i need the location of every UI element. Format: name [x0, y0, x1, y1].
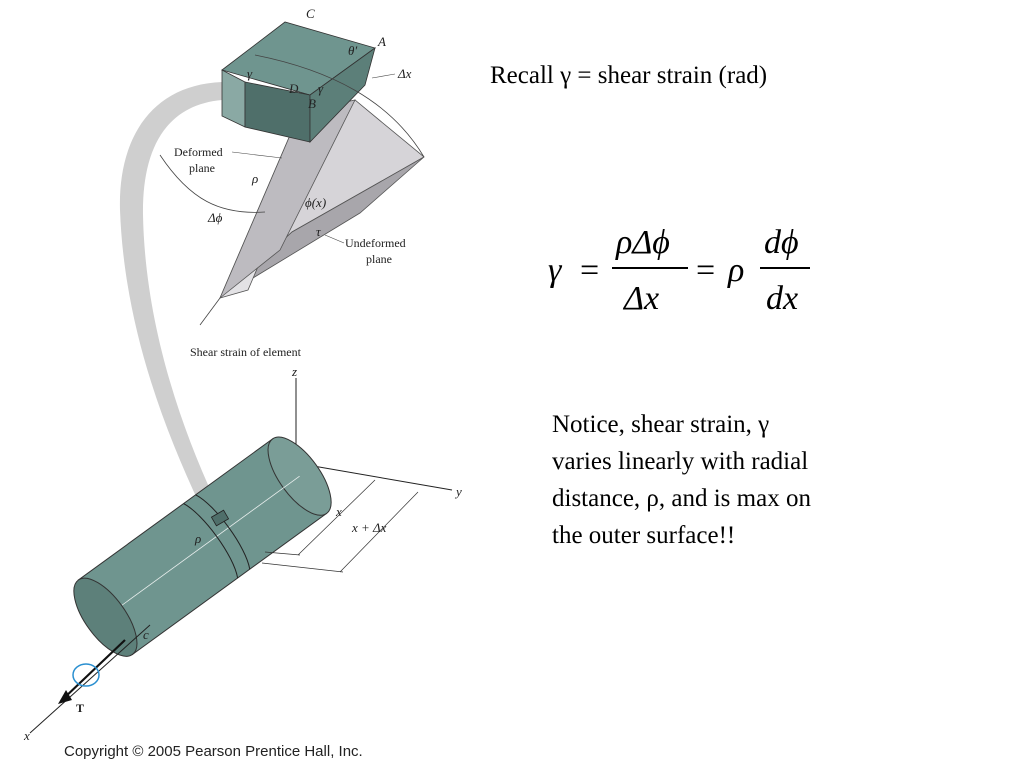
label-xdx-dim: x + Δx [351, 520, 387, 535]
shear-strain-equation: γ = ρΔϕ Δx = ρ dϕ dx [548, 224, 810, 317]
label-x-dim: x [335, 504, 342, 519]
torsion-figure: C A θ′ γ γ D B Δx Deformed plane ρ Δϕ ϕ(… [23, 6, 462, 743]
notice-line: the outer surface!! [552, 522, 736, 549]
element-end-face [309, 47, 376, 143]
label-rho-cyl: ρ [194, 531, 201, 546]
deformed-plane-dark [219, 99, 356, 299]
label-B: B [308, 96, 316, 111]
eq-equals-1: = [580, 252, 599, 289]
notice-line: distance, ρ, and is max on [552, 485, 811, 512]
shaft [73, 436, 332, 657]
label-gamma-2: γ [318, 81, 324, 96]
eq-num1: ρΔϕ [615, 224, 670, 261]
label-tau: τ [316, 224, 322, 239]
label-dx-top: Δx [397, 66, 412, 81]
eq-den1: Δx [622, 280, 659, 317]
x-axis [29, 624, 151, 734]
eq-equals-2: = [696, 252, 715, 289]
y-axis [295, 462, 453, 491]
notice-text: Notice, shear strain, γ varies linearly … [552, 406, 912, 554]
label-D: D [288, 81, 299, 96]
arc-line-lower [159, 154, 266, 213]
notice-line: Notice, shear strain, γ [552, 411, 770, 438]
label-y: y [454, 484, 462, 499]
figure-caption: Shear strain of element [190, 345, 302, 359]
label-c: c [143, 627, 149, 642]
eq-rho: ρ [727, 252, 744, 289]
label-A: A [377, 34, 386, 49]
label-z: z [291, 364, 297, 379]
eq-lhs: γ [548, 252, 563, 289]
arc-line [254, 54, 425, 158]
notice-line: varies linearly with radial [552, 448, 809, 475]
element-side-face [221, 69, 246, 128]
torque-arrowhead [58, 690, 72, 704]
eq-den2: dx [766, 280, 798, 317]
shaft-element [210, 509, 230, 527]
label-undeformed-1: Undeformed [345, 236, 406, 250]
label-x-axis: x [23, 728, 30, 743]
label-rho-top: ρ [251, 171, 258, 186]
label-gamma-1: γ [247, 66, 253, 81]
zoom-connector [119, 82, 222, 505]
label-phix: ϕ(x) [305, 195, 326, 210]
label-T: T [76, 701, 84, 715]
eq-num2: dϕ [764, 224, 799, 261]
recall-text: Recall γ = shear strain (rad) [490, 62, 768, 89]
label-C: C [306, 6, 315, 21]
label-undeformed-2: plane [366, 252, 392, 266]
torque-vector [61, 639, 126, 701]
label-deformed-1: Deformed [174, 145, 223, 159]
label-theta: θ′ [348, 43, 357, 58]
label-deformed-2: plane [189, 161, 215, 175]
copyright-notice: Copyright © 2005 Pearson Prentice Hall, … [64, 743, 363, 760]
label-dphi: Δϕ [207, 210, 223, 225]
radius-line [199, 297, 221, 326]
torque-rotation-icon [72, 663, 100, 687]
